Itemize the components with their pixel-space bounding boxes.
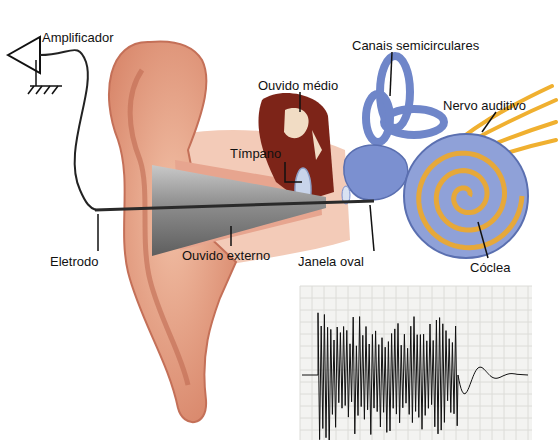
grid-line [300, 346, 532, 347]
ground-symbol [28, 60, 62, 94]
grid-line [300, 286, 532, 287]
part-label: Nervo auditivo [443, 98, 526, 113]
ossicles [284, 108, 322, 160]
part-label: Amplificador [42, 30, 114, 45]
grid-line [516, 286, 517, 440]
vestibule [344, 145, 408, 200]
part-label: Tímpano [230, 146, 281, 161]
electrode [95, 201, 374, 210]
grid-line [528, 286, 529, 440]
grid-line [468, 286, 469, 440]
part-label: Ouvido externo [182, 248, 270, 263]
amplifier-symbol [8, 37, 40, 73]
part-label: Janela oval [298, 254, 364, 269]
leader-lines [98, 52, 496, 258]
grid-line [312, 286, 313, 440]
grid-line [300, 418, 532, 419]
grid-line [300, 286, 301, 440]
part-label: Ouvido médio [258, 78, 338, 93]
cochlea-spiral [419, 153, 522, 248]
part-label: Cóclea [470, 260, 510, 275]
grid-line [300, 298, 532, 299]
grid-line [300, 334, 532, 335]
part-label: Eletrodo [50, 254, 98, 269]
grid-line [492, 286, 493, 440]
semicircular-canals [366, 56, 444, 142]
grid-line [300, 310, 532, 311]
grid-line [480, 286, 481, 440]
waveform [302, 313, 528, 440]
grid-line [300, 430, 532, 431]
grid-line [300, 322, 532, 323]
cochlea-body [404, 134, 528, 258]
part-label: Canais semicirculares [352, 38, 479, 53]
ear-speculum [152, 165, 326, 256]
grid-line [504, 286, 505, 440]
electrode-wire [40, 50, 96, 210]
